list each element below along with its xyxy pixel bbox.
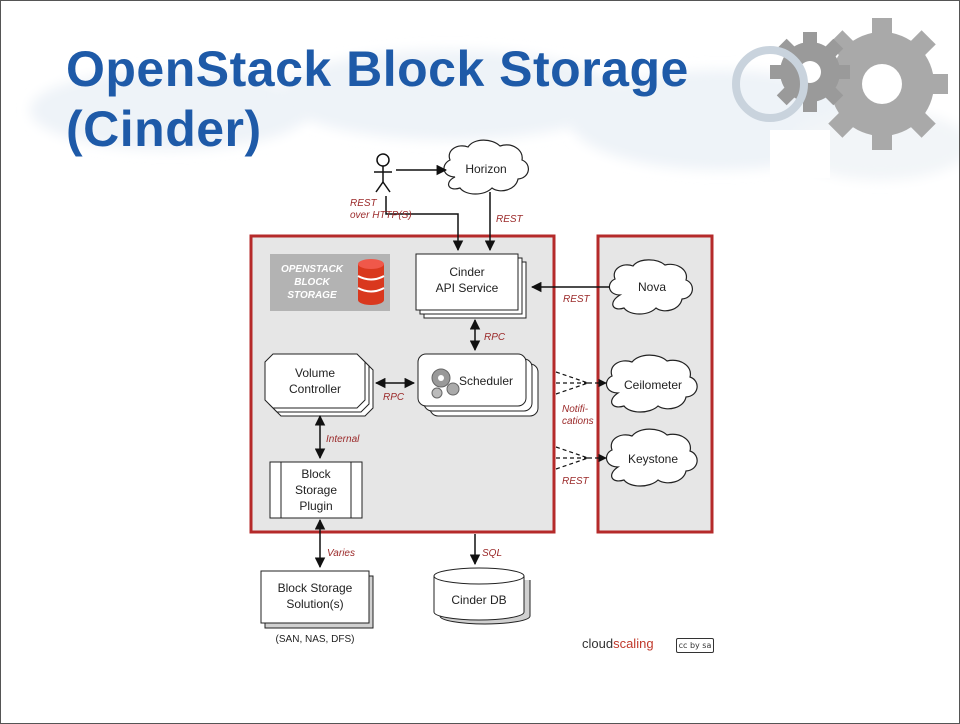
volume-controller-line-1: Volume (295, 366, 335, 380)
keystone-label: Keystone (628, 452, 678, 466)
cinder-api-line-1: Cinder (449, 265, 484, 279)
cinder-api-line-2: API Service (436, 281, 499, 295)
edge-label-rpc-api: RPC (484, 332, 506, 343)
plugin-line-2: Storage (295, 483, 337, 497)
solution-line-2: Solution(s) (286, 597, 343, 611)
blue-gear-icon (732, 46, 808, 122)
edge-label-rpc-volume: RPC (383, 392, 405, 403)
edge-label-rest-keystone: REST (562, 476, 590, 487)
solution-line-1: Block Storage (278, 581, 353, 595)
horizon-node: Horizon (443, 139, 529, 195)
volume-controller-node: Volume Controller (264, 353, 374, 417)
badge-line-3: STORAGE (287, 290, 337, 301)
block-storage-plugin-node: Block Storage Plugin (269, 461, 363, 519)
badge-line-1: OPENSTACK (281, 264, 344, 275)
nova-node: Nova (608, 259, 693, 315)
ceilometer-label: Ceilometer (624, 378, 682, 392)
ceilometer-node: Ceilometer (605, 354, 698, 413)
edge-label-notifications-1: Notifi- (562, 404, 589, 415)
user-icon (374, 153, 392, 193)
edge-label-rest-nova: REST (563, 294, 591, 305)
edge-label-over-http: over HTTP(S) (350, 210, 412, 221)
edge-label-rest-1: REST (350, 198, 378, 209)
notification-edges (555, 371, 607, 470)
horizon-label: Horizon (465, 162, 506, 176)
edge-label-internal: Internal (326, 434, 360, 445)
database-icon (357, 259, 385, 305)
scheduler-label: Scheduler (459, 374, 513, 388)
logo-prefix: cloud (582, 636, 614, 651)
nova-label: Nova (638, 280, 666, 294)
small-gear-icon (770, 32, 850, 112)
edge-label-sql: SQL (482, 548, 502, 559)
edge-label-notifications-2: cations (562, 416, 594, 427)
edge-label-rest-horizon: REST (496, 214, 524, 225)
edges (314, 164, 610, 569)
slide-title-line-1: OpenStack Block Storage (66, 41, 689, 97)
cinder-db-node: Cinder DB (433, 567, 531, 625)
cinder-api-node: Cinder API Service (415, 253, 527, 319)
block-storage-solution-node: Block Storage Solution(s) (260, 570, 374, 629)
keystone-node: Keystone (605, 428, 698, 487)
edge-user-api (385, 196, 464, 252)
logo-suffix: scaling (613, 636, 654, 651)
cc-license-badge: cc by sa (676, 638, 714, 653)
plugin-line-3: Plugin (299, 499, 332, 513)
scheduler-node: Scheduler (417, 353, 539, 417)
volume-controller-line-2: Controller (289, 382, 341, 396)
slide-title-line-2: (Cinder) (66, 101, 262, 157)
solution-note: (SAN, NAS, DFS) (276, 634, 355, 645)
cloudscaling-logo: cloudscaling (582, 636, 654, 651)
badge-line-2: BLOCK (294, 277, 330, 288)
white-patch (770, 130, 830, 178)
cinder-db-label: Cinder DB (451, 593, 506, 607)
plugin-line-1: Block (301, 467, 331, 481)
edge-label-varies: Varies (327, 548, 355, 559)
gears-icon (431, 368, 460, 399)
